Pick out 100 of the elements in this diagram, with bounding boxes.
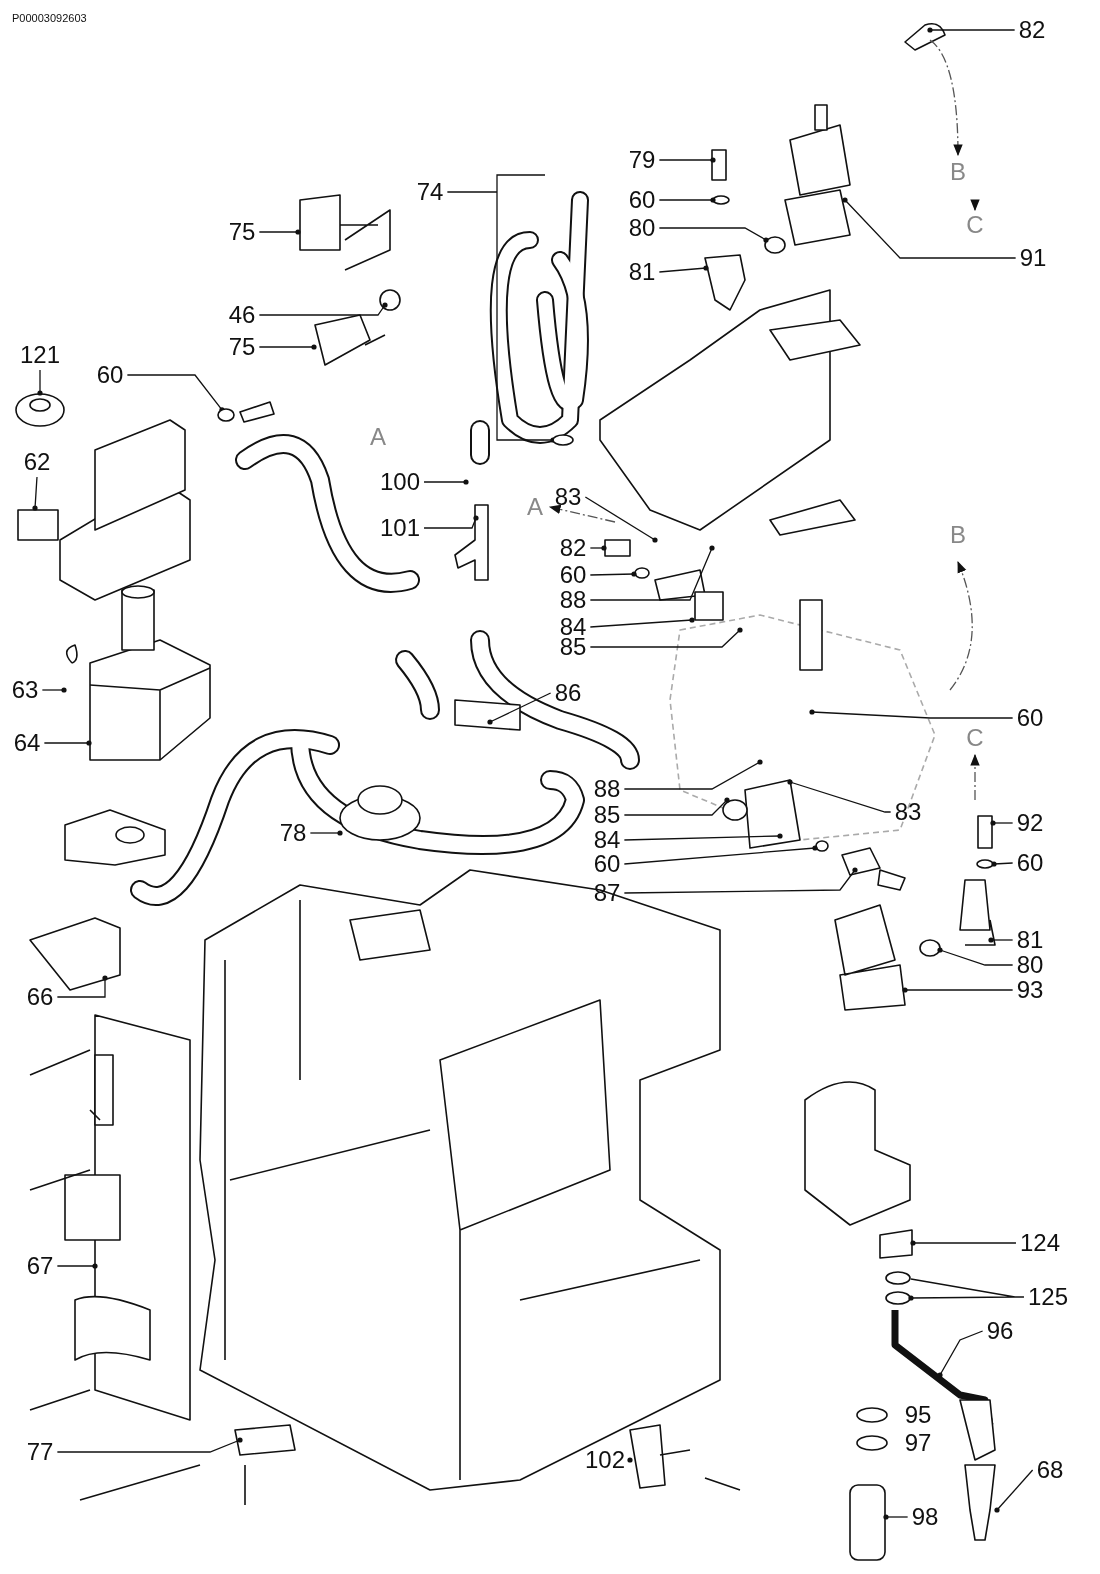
leader-line	[883, 1514, 909, 1520]
callout-number: 80	[1016, 952, 1044, 978]
callout-number: 66	[26, 984, 54, 1010]
leader-line	[658, 157, 716, 163]
reference-letter: B	[950, 159, 966, 185]
callout-number: 101	[380, 515, 420, 541]
callout-number: 77	[26, 1439, 54, 1465]
leader-line	[423, 479, 469, 485]
callout-number: 63	[11, 677, 39, 703]
reference-letter: C	[966, 725, 984, 751]
callout-number: 93	[1016, 977, 1044, 1003]
callout-number: 91	[1019, 245, 1047, 271]
washer	[217, 408, 235, 422]
callout-number: 74	[416, 179, 444, 205]
callout-number: 83	[554, 484, 582, 510]
leader-line	[589, 571, 637, 577]
callout-number: 60	[96, 362, 124, 388]
callout-number: 78	[279, 820, 307, 846]
callout-number: 97	[904, 1430, 932, 1456]
leader-line	[41, 687, 67, 693]
leader-line	[56, 1437, 243, 1453]
leader-line	[309, 830, 343, 836]
leader-line	[126, 374, 225, 413]
leader-line	[937, 947, 1014, 966]
callout-number: 75	[228, 219, 256, 245]
leader-line	[589, 627, 743, 648]
leader-line	[809, 709, 1014, 719]
leader-line	[43, 740, 92, 746]
leader-line	[658, 227, 769, 243]
leader-line	[627, 1457, 633, 1463]
callout-number: 98	[911, 1504, 939, 1530]
leader-line	[258, 229, 301, 235]
leader-line	[658, 265, 709, 273]
callout-number: 81	[1016, 927, 1044, 953]
leader-line	[258, 302, 388, 316]
reference-letter: B	[950, 522, 966, 548]
callout-number: 60	[1016, 850, 1044, 876]
leader-line	[589, 545, 715, 601]
callout-number: 86	[554, 680, 582, 706]
callout-number: 95	[904, 1402, 932, 1428]
leader-line	[589, 617, 695, 628]
leader-line	[787, 779, 892, 813]
leader-line	[842, 197, 1017, 259]
leader-line	[258, 344, 317, 350]
washer	[552, 434, 574, 446]
leader-line	[487, 692, 552, 725]
leader-line	[991, 861, 1014, 867]
callout-number: 125	[1028, 1284, 1068, 1310]
callout-number: 92	[1016, 810, 1044, 836]
leader-line	[658, 197, 716, 203]
callout-number: 68	[1036, 1457, 1064, 1483]
leader-line	[56, 975, 108, 998]
callout-number: 85	[559, 634, 587, 660]
leader-line	[908, 1278, 1025, 1301]
callout-number: 84	[593, 827, 621, 853]
callout-number: 79	[628, 147, 656, 173]
callout-number: 67	[26, 1253, 54, 1279]
callout-number: 60	[1016, 705, 1044, 731]
leader-line	[623, 797, 730, 816]
callout-number: 64	[13, 730, 41, 756]
leader-line	[623, 845, 818, 865]
leader-line	[623, 867, 858, 894]
callout-number: 100	[380, 469, 420, 495]
leader-line	[446, 174, 556, 443]
reference-letter: A	[370, 424, 386, 450]
leader-line	[990, 820, 1014, 826]
callout-number: 60	[628, 187, 656, 213]
callout-number: 88	[559, 587, 587, 613]
callout-number: 60	[559, 562, 587, 588]
callout-number: 75	[228, 334, 256, 360]
callout-number: 96	[986, 1318, 1014, 1344]
callout-number: 82	[559, 535, 587, 561]
callout-number: 82	[1018, 17, 1046, 43]
callout-number: 83	[894, 799, 922, 825]
callout-number: 60	[593, 851, 621, 877]
callout-number: 121	[20, 342, 60, 368]
leader-line	[584, 496, 658, 543]
leader-line	[589, 545, 607, 551]
leader-line	[32, 476, 38, 511]
leader-line	[623, 833, 783, 841]
leader-line	[423, 515, 479, 529]
drawing-number: P00003092603	[12, 12, 87, 25]
leader-line	[910, 1240, 1017, 1246]
leader-line	[902, 987, 1014, 993]
reference-letter: C	[966, 212, 984, 238]
callout-number: 85	[593, 802, 621, 828]
leader-line	[994, 1469, 1034, 1513]
callout-number: 80	[628, 215, 656, 241]
leader-line	[927, 27, 1016, 33]
callout-number: 102	[585, 1447, 625, 1473]
callout-number: 88	[593, 776, 621, 802]
callout-number: 46	[228, 302, 256, 328]
leader-line	[56, 1263, 98, 1269]
reference-letter: A	[527, 494, 543, 520]
callout-number: 81	[628, 259, 656, 285]
leader-line	[623, 759, 763, 790]
leader-line	[988, 937, 1014, 943]
leader-line	[37, 369, 43, 396]
leader-line	[937, 1330, 984, 1378]
callout-number: 62	[23, 449, 51, 475]
